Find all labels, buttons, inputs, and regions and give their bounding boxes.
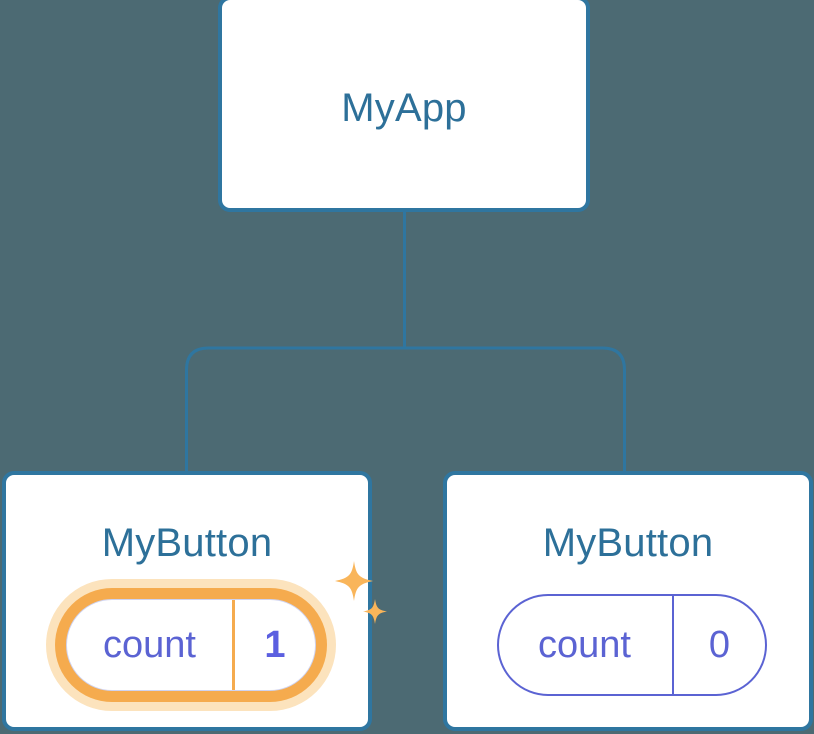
connector-branch-bar [185,346,626,471]
node-myapp[interactable]: MyApp [218,0,590,212]
node-title-mybutton-left: MyButton [101,521,273,565]
sparkle-large-icon [335,561,373,601]
state-key-label: count [67,600,235,690]
state-key-label: count [499,596,674,694]
pill-body: count 1 [66,599,316,691]
state-pill-highlighted[interactable]: count 1 [46,561,387,711]
node-title-mybutton-right: MyButton [542,521,714,565]
state-value-label: 1 [264,624,286,666]
node-title-myapp: MyApp [341,86,467,130]
node-mybutton-left[interactable]: MyButton count 1 [2,471,387,731]
node-mybutton-right[interactable]: MyButton count 0 [443,471,813,731]
state-value-label: 0 [708,624,731,666]
state-pill-plain[interactable]: count 0 [497,594,767,696]
